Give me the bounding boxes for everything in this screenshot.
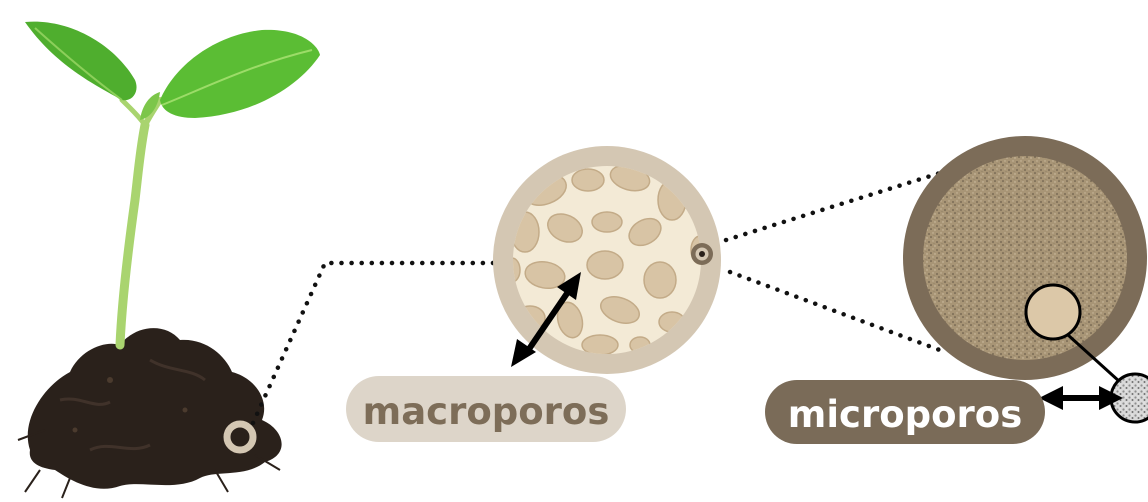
micropore-zoom-circle	[903, 136, 1147, 380]
macro-sample-marker	[691, 243, 713, 265]
right-leaf	[160, 30, 320, 118]
seedling-illustration	[18, 22, 320, 498]
macroporos-text: macroporos	[363, 390, 610, 433]
micropore-size-arrow	[1039, 386, 1123, 410]
microporos-text: microporos	[788, 393, 1022, 436]
microporos-label: microporos	[765, 380, 1045, 444]
macropore-zoom-circle	[493, 146, 721, 374]
soil-clump	[28, 328, 282, 489]
plant-stem	[120, 125, 145, 345]
macroporos-label: macroporos	[346, 376, 626, 442]
